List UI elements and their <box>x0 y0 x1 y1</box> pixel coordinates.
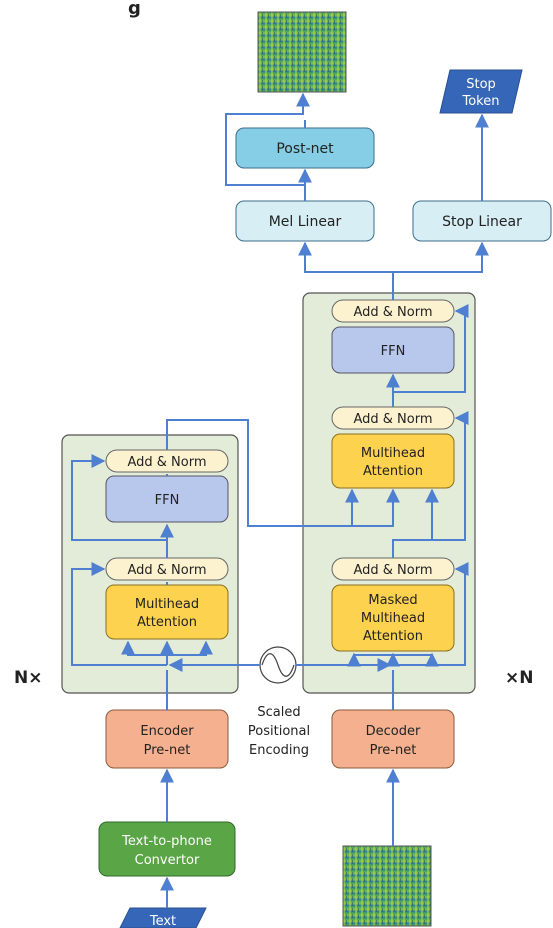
encoder-prenet-label-line1: Encoder <box>140 724 194 739</box>
encoder-repeat-label: N× <box>14 668 42 688</box>
post-net-block: Post-net <box>235 127 375 169</box>
decoder-add-norm-1-label: Add & Norm <box>353 563 432 578</box>
header-fragment: g <box>128 0 141 19</box>
decoder-masked-label-line2: Multihead <box>361 611 425 626</box>
decoder-ffn-label: FFN <box>381 344 406 359</box>
decoder-prenet-block: Decoder Pre-net <box>331 709 455 769</box>
decoder-add-norm-2: Add & Norm <box>331 406 455 430</box>
decoder-multihead-attention-block: Multihead Attention <box>331 433 455 489</box>
encoder-ffn-label: FFN <box>155 493 180 508</box>
encoder-attention-label-line1: Multihead <box>135 597 199 612</box>
decoder-masked-attention-block: Masked Multihead Attention <box>331 584 455 652</box>
encoder-attention-label-line2: Attention <box>137 615 197 630</box>
decoder-add-norm-1: Add & Norm <box>331 557 455 581</box>
decoder-masked-label-line1: Masked <box>368 593 417 608</box>
encoder-prenet-label-line2: Pre-net <box>144 743 191 758</box>
sine-wave-icon <box>261 653 295 677</box>
text-input-block: Text <box>119 907 207 928</box>
encoder-output-path <box>166 419 359 527</box>
connection-arrows <box>71 92 489 908</box>
encoder-multihead-attention-block: Multihead Attention <box>105 584 229 640</box>
encoder-add-norm-2-label: Add & Norm <box>127 455 206 470</box>
encoder-prenet-block: Encoder Pre-net <box>105 709 229 769</box>
encoder-add-norm-1-label: Add & Norm <box>127 563 206 578</box>
positional-encoding-label-line3: Encoding <box>249 743 309 758</box>
stop-linear-label: Stop Linear <box>442 214 522 230</box>
decoder-masked-label-line3: Attention <box>363 629 423 644</box>
positional-encoding-label-line2: Positional <box>248 724 310 739</box>
postnet-residual <box>225 92 310 186</box>
decoder-attention-label-line1: Multihead <box>361 446 425 461</box>
decoder-add-norm-3-label: Add & Norm <box>353 305 432 320</box>
convertor-label-line1: Text-to-phone <box>121 834 212 849</box>
encoder-add-norm-1: Add & Norm <box>105 557 229 581</box>
post-net-label: Post-net <box>276 141 334 157</box>
text-input-label: Text <box>149 914 176 928</box>
decoder-output-path <box>298 241 394 300</box>
decoder-residual-1 <box>393 562 469 666</box>
decoder-residual-3 <box>393 304 469 393</box>
output-spectrogram-image <box>257 11 347 93</box>
positional-encoding-label-line1: Scaled <box>257 705 300 720</box>
positional-encoding-symbol <box>259 646 297 684</box>
decoder-prenet-label-line1: Decoder <box>366 724 421 739</box>
encoder-ffn-block: FFN <box>105 475 229 523</box>
decoder-ffn-block: FFN <box>331 326 455 374</box>
input-spectrogram-image <box>342 845 432 927</box>
decoder-attention-label-line2: Attention <box>363 464 423 479</box>
stop-token-label-line2: Token <box>462 94 500 109</box>
decoder-residual-2 <box>393 411 469 541</box>
encoder-add-norm-2: Add & Norm <box>105 449 229 473</box>
stop-linear-block: Stop Linear <box>412 200 552 242</box>
decoder-prenet-label-line2: Pre-net <box>370 743 417 758</box>
mel-linear-label: Mel Linear <box>269 214 342 230</box>
encoder-residual-2 <box>71 454 167 541</box>
text-to-phone-convertor-block: Text-to-phone Convertor <box>98 821 236 877</box>
decoder-add-norm-3: Add & Norm <box>331 299 455 323</box>
mel-linear-block: Mel Linear <box>235 200 375 242</box>
decoder-repeat-label: ×N <box>505 668 533 688</box>
convertor-label-line2: Convertor <box>135 853 200 868</box>
stop-token-block: Stop Token <box>439 69 523 114</box>
stop-token-label-line1: Stop <box>466 77 496 92</box>
encoder-residual-1 <box>71 562 167 666</box>
decoder-add-norm-2-label: Add & Norm <box>353 412 432 427</box>
